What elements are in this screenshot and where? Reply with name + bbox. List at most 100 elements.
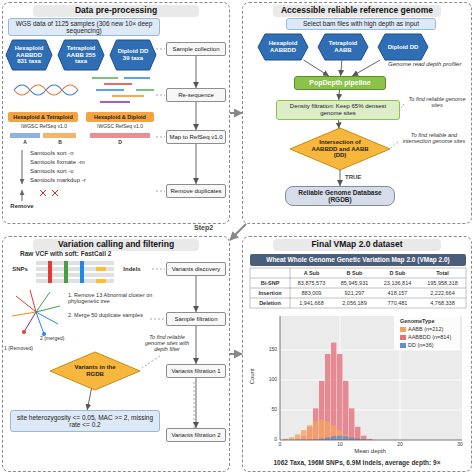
sequencing-reads	[14, 78, 154, 102]
sequencing-reads	[100, 101, 130, 103]
chart-panel	[280, 380, 462, 381]
tick-label: 150	[258, 347, 277, 353]
phylogenetic-tree	[12, 290, 60, 336]
panel-title: Accessible reliable reference genome	[273, 5, 441, 17]
histogram-bar	[343, 381, 348, 440]
variant-alignment	[96, 267, 106, 271]
chromosome-bar	[10, 133, 40, 138]
node-text: Variants filtration 1	[171, 368, 220, 375]
decision-diamond: Variants in the RGDB	[50, 352, 140, 390]
phylogenetic-tree	[16, 296, 36, 312]
figure-caption: 1062 Taxa, 196M SNPs, 6.9M Indels, avera…	[246, 459, 468, 466]
step-box: Remove duplicates	[166, 184, 226, 198]
step-leader	[156, 95, 165, 96]
table-grid	[250, 268, 466, 308]
histogram-bar	[289, 437, 294, 440]
node-text: Diploid DD 39 taxa	[115, 48, 152, 61]
step-box: Map to RefSeq v1.0	[166, 130, 226, 144]
command-text: Samtools markdup -r	[30, 177, 160, 184]
section-panel: Data pre-processingWGS data of 1125 samp…	[2, 2, 230, 224]
table-row-header: Insertion	[250, 290, 290, 296]
legend-text: DD (n=36)	[408, 342, 434, 348]
step-box: Variants filtration 1	[166, 364, 226, 378]
legend-entry: AABBDD (n=814)	[400, 334, 451, 340]
step-leader	[142, 356, 160, 368]
table-row-header: Deletion	[250, 300, 290, 306]
note-text: SNPs	[6, 266, 34, 273]
histogram-bar	[343, 436, 348, 440]
chart-panel	[394, 316, 460, 350]
tick-label: 0	[258, 437, 277, 443]
step-box: Re-sequence	[166, 88, 226, 102]
histogram-bar	[325, 421, 330, 440]
pipeline-arrow	[40, 190, 46, 196]
decision-diamond: Intersection of AABBDD and AABB (DD)	[290, 128, 390, 170]
chromosome-label: B	[55, 140, 65, 146]
node-text: Tetraploid AABB	[323, 40, 363, 53]
info-band: WGS data of 1125 samples (306 new 10× de…	[8, 18, 160, 36]
step-box: Variants filtration 2	[166, 428, 226, 442]
filter-box: Density filtration: Keep 65% densest gen…	[276, 100, 400, 120]
node-text: Hexaploid & Diploid	[94, 114, 146, 120]
genome-hexagon: Hexaploid AABBDD 831 taxa	[6, 40, 52, 70]
table-cell: 2,056,189	[333, 300, 376, 306]
table-cell: 83,875,573	[290, 280, 333, 286]
pipeline-arrow	[52, 190, 58, 196]
sequencing-reads	[104, 83, 132, 85]
table-cell: 883,009	[290, 290, 333, 296]
chromosome-label: A	[20, 140, 30, 146]
info-band: Select bam files with high depth as inpu…	[286, 18, 436, 30]
histogram-bar	[343, 434, 348, 440]
table-cell: 921,297	[333, 290, 376, 296]
phylogenetic-tree	[22, 330, 26, 334]
command-text: Samtools fixmate -m	[30, 159, 160, 166]
phylogenetic-tree	[36, 306, 60, 312]
panel-title: Data pre-processing	[33, 5, 199, 17]
node-text: Sample filtration	[174, 316, 217, 323]
flow-arrow	[196, 102, 197, 130]
variant-alignment	[36, 261, 114, 283]
hexagon-outline	[6, 40, 52, 70]
genome-hexagon: Tetraploid AABB	[318, 34, 368, 60]
tick-label: 0	[272, 442, 288, 448]
variant-alignment	[36, 267, 114, 271]
command-text: Samtools sort -o	[30, 168, 160, 175]
flow-arrow	[87, 389, 91, 410]
node-text: WGS data of 1125 samples (306 new 10× de…	[12, 20, 156, 35]
step-box: Sample filtration	[166, 312, 226, 326]
node-text: Hexaploid AABBDD	[263, 40, 303, 53]
flow-arrow	[196, 102, 197, 130]
histogram-bar	[337, 436, 342, 440]
node-text: Variants filtration 2	[171, 432, 220, 439]
node-text: Hexaploid & Tetraploid	[13, 114, 73, 120]
flow-arrow	[196, 326, 197, 364]
chart-panel	[280, 316, 462, 440]
sequencing-reads	[14, 85, 78, 95]
histogram-bar	[331, 425, 336, 440]
hexagon-outline	[258, 34, 308, 60]
variant-alignment	[48, 261, 52, 283]
pipeline-arrow	[40, 190, 46, 196]
histogram-bars	[283, 343, 372, 440]
database-box: Reliable Genome Database (RGDB)	[285, 186, 395, 206]
table-cell: 770,481	[376, 300, 419, 306]
step-arrow	[230, 224, 246, 240]
legend-swatch	[400, 343, 406, 348]
flow-arrow	[196, 56, 197, 88]
flow-arrow	[341, 60, 342, 76]
table-grid	[250, 288, 466, 289]
flow-arrow	[341, 60, 342, 76]
table-cell: 2,222,664	[419, 290, 466, 296]
legend-entry: DD (n=36)	[400, 342, 434, 348]
step-arrow	[230, 112, 242, 114]
node-text: Diploid DD	[388, 44, 419, 51]
legend-text: AABB (n=212)	[408, 326, 443, 332]
phylogenetic-tree	[24, 312, 36, 332]
flow-arrow	[340, 170, 341, 186]
tick-label: 10	[332, 442, 348, 448]
table-cell: 23,136,814	[376, 280, 419, 286]
table-grid	[290, 268, 291, 308]
